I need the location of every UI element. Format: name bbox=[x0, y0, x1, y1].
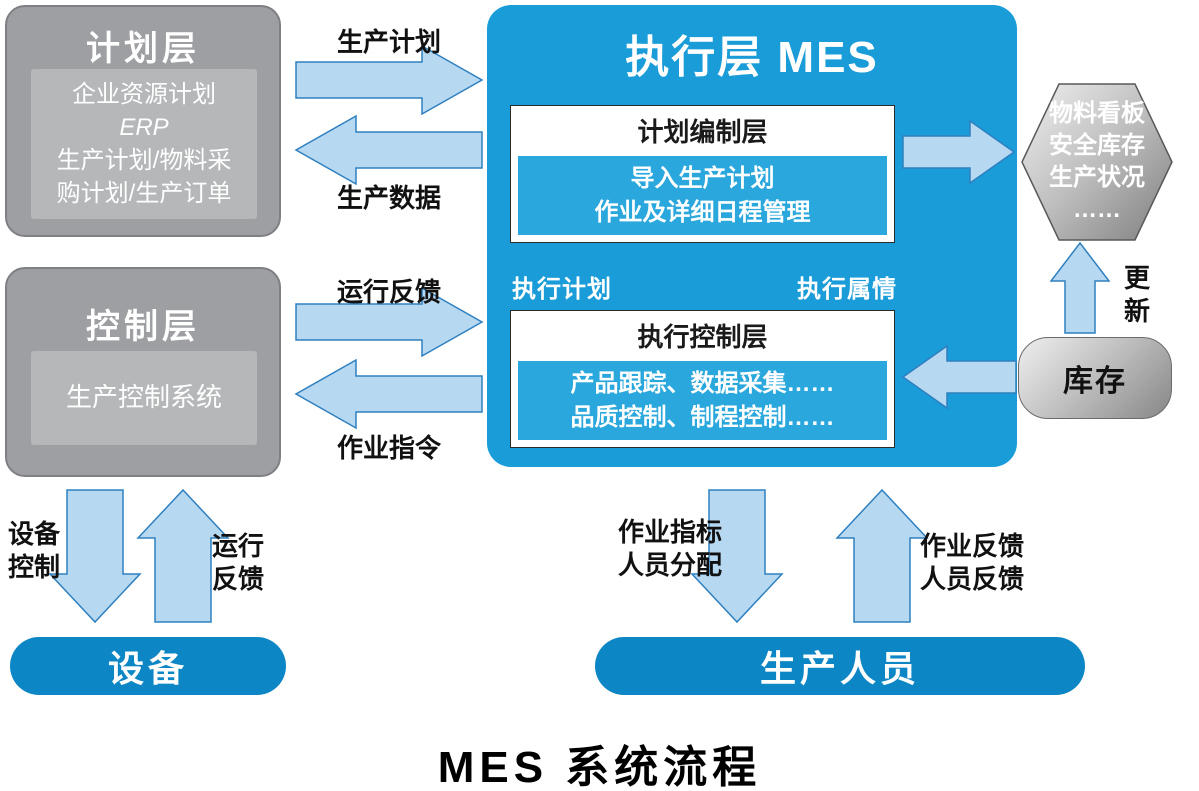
planning-layer-box: 计划层 企业资源计划 ERP 生产计划/物料采 购计划/生产订单 bbox=[5, 5, 281, 237]
exec-control-content: 产品跟踪、数据采集…… 品质控制、制程控制…… bbox=[518, 361, 887, 440]
inventory-node: 库存 bbox=[1018, 337, 1172, 419]
mes-execution-box: 执行层 MES 计划编制层 导入生产计划 作业及详细日程管理 执行计划 执行属情… bbox=[487, 5, 1017, 467]
equipment-node: 设备 bbox=[10, 637, 286, 695]
label-production-data: 生产数据 bbox=[336, 183, 441, 213]
equipment-label: 设备 bbox=[107, 648, 188, 689]
exec-control-box: 执行控制层 产品跟踪、数据采集…… 品质控制、制程控制…… bbox=[510, 310, 895, 448]
erp-line-2: ERP bbox=[119, 113, 169, 141]
plan-compile-line-1: 导入生产计划 bbox=[630, 164, 775, 192]
control-system-inner-box: 生产控制系统 bbox=[31, 351, 257, 445]
exec-detail-label: 执行属情 bbox=[797, 276, 897, 303]
personnel-label: 生产人员 bbox=[759, 648, 920, 689]
arrow-work-order bbox=[294, 358, 483, 430]
plan-compile-header: 计划编制层 bbox=[637, 116, 768, 147]
personnel-node: 生产人员 bbox=[595, 637, 1085, 695]
exec-control-line-2: 品质控制、制程控制…… bbox=[570, 403, 835, 431]
exec-control-line-1: 产品跟踪、数据采集…… bbox=[570, 369, 835, 397]
exec-plan-label: 执行计划 bbox=[512, 276, 612, 303]
label-work-order: 作业指令 bbox=[336, 433, 441, 463]
arrow-device-control bbox=[48, 489, 142, 624]
label-work-feedback: 作业反馈 人员反馈 bbox=[920, 531, 1025, 594]
label-production-plan: 生产计划 bbox=[336, 27, 441, 57]
erp-line-3: 生产计划/物料采 bbox=[56, 147, 232, 174]
plan-compile-content: 导入生产计划 作业及详细日程管理 bbox=[518, 156, 887, 235]
erp-line-1: 企业资源计划 bbox=[72, 80, 216, 108]
label-update: 更 新 bbox=[1123, 263, 1150, 326]
arrow-production-data bbox=[294, 114, 483, 186]
control-system-label: 生产控制系统 bbox=[65, 382, 222, 413]
label-run-feedback: 运行反馈 bbox=[336, 277, 441, 307]
planning-layer-inner-box: 企业资源计划 ERP 生产计划/物料采 购计划/生产订单 bbox=[31, 69, 257, 219]
label-device-feedback: 运行 反馈 bbox=[212, 531, 265, 594]
page-title: MES 系统流程 bbox=[437, 743, 762, 791]
planning-layer-title: 计划层 bbox=[86, 30, 200, 68]
arrow-work-feedback bbox=[835, 488, 929, 623]
label-work-assign: 作业指标 人员分配 bbox=[618, 517, 723, 580]
erp-line-4: 购计划/生产订单 bbox=[56, 180, 232, 208]
arrow-update bbox=[1049, 241, 1111, 334]
plan-compile-box: 计划编制层 导入生产计划 作业及详细日程管理 bbox=[510, 105, 895, 243]
exec-control-header: 执行控制层 bbox=[637, 321, 768, 352]
kanban-text: 物料看板 安全库存 生产状况 …… bbox=[1049, 100, 1145, 224]
plan-compile-line-2: 作业及详细日程管理 bbox=[594, 198, 811, 226]
label-device-control: 设备 控制 bbox=[8, 519, 61, 582]
mes-title: 执行层 MES bbox=[625, 33, 879, 82]
control-layer-title: 控制层 bbox=[86, 308, 200, 346]
inventory-label: 库存 bbox=[1063, 365, 1127, 398]
control-layer-box: 控制层 生产控制系统 bbox=[5, 267, 281, 477]
